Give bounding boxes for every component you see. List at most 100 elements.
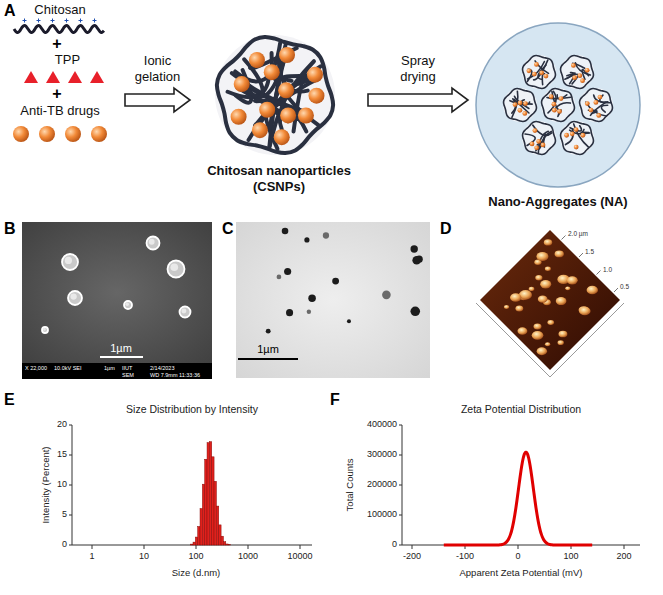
mini-particle <box>503 88 537 122</box>
mini-drug <box>551 102 556 107</box>
mesh-strand <box>558 110 561 117</box>
tem-particle <box>410 245 417 252</box>
tick-mark <box>399 425 402 426</box>
axis-tick: 0 <box>515 552 520 562</box>
mini-ground <box>560 55 594 89</box>
aggregate-shell <box>476 23 640 187</box>
axis-tick: 0 <box>392 540 397 550</box>
mini-particle <box>560 55 594 89</box>
drug-sphere <box>308 88 324 104</box>
mini-drug <box>557 109 562 114</box>
histogram-bar <box>195 537 197 545</box>
mesh-strand <box>533 125 552 135</box>
sem-highlight <box>70 293 76 299</box>
panel-letter: E <box>4 391 15 409</box>
panel-letter: A <box>4 2 16 20</box>
drug-sphere <box>264 64 280 80</box>
mini-particle <box>560 121 594 155</box>
drug-sphere <box>39 126 55 142</box>
afm-bump <box>545 342 550 346</box>
mesh-ring <box>542 89 575 122</box>
node-label: Nano-Aggregates (NA) <box>488 194 627 210</box>
mesh-ring <box>523 122 556 155</box>
charge-mark <box>23 19 27 23</box>
histogram-bar <box>205 459 207 545</box>
mini-drug <box>596 113 601 118</box>
drug-sphere <box>298 108 314 124</box>
mesh-ring <box>561 122 594 155</box>
tick-mark <box>518 545 519 549</box>
tem-particle <box>347 319 351 323</box>
node-label: Anti-TB drugs <box>20 103 99 119</box>
sem-highlight <box>170 263 178 271</box>
afm-axis-tick: 2.0 µm <box>568 230 588 237</box>
sem-footer <box>22 363 212 379</box>
tem-particle <box>307 310 311 314</box>
afm-bump <box>537 347 547 355</box>
mini-drug <box>588 108 593 113</box>
mini-drug <box>532 72 537 77</box>
drug-node: Anti-TB drugs <box>2 103 118 145</box>
axis-title: Apparent Zeta Potential (mV) <box>459 568 582 578</box>
sem-particle <box>42 327 48 333</box>
mini-particle <box>541 88 575 122</box>
charge-mark <box>65 19 69 23</box>
sem-highlight <box>125 302 129 306</box>
afm-bump <box>510 293 521 302</box>
mini-drug <box>564 133 569 138</box>
tem-particle <box>410 307 420 317</box>
mini-ground <box>579 88 613 122</box>
tem-particle <box>304 237 309 242</box>
tick-mark <box>399 545 402 546</box>
tem-particle <box>266 329 271 334</box>
mesh-strand <box>534 60 548 80</box>
histogram-bar <box>214 481 216 545</box>
tpp-triangle <box>90 71 104 83</box>
axis-title: Total Counts <box>345 459 355 512</box>
afm-bump <box>556 297 567 305</box>
axis-tick: -100 <box>456 552 474 562</box>
afm-bump <box>565 286 570 290</box>
tick-mark <box>412 545 413 549</box>
aggregate-node: Nano-Aggregates (NA) <box>468 20 648 210</box>
tick-mark <box>69 455 72 456</box>
axis-tick: 100000 <box>367 510 397 520</box>
mini-drug <box>523 101 528 106</box>
mini-drug <box>530 142 535 147</box>
axis-line <box>402 425 640 545</box>
node-label: TPP <box>55 52 80 68</box>
drug-sphere <box>279 47 295 63</box>
mesh-ring <box>580 89 613 122</box>
mini-ground <box>522 121 556 155</box>
panel-letter: F <box>330 391 340 409</box>
axis-tick: 1000 <box>238 552 258 562</box>
mini-drug <box>580 78 585 83</box>
zeta-curve <box>444 452 592 545</box>
mini-drug <box>544 74 549 79</box>
axis-tick: 5 <box>62 510 67 520</box>
sem-highlight <box>43 328 46 331</box>
mini-drug <box>527 68 532 73</box>
afm-bump <box>567 276 578 284</box>
tpp-triangle <box>68 71 82 83</box>
tem-particle <box>323 232 329 238</box>
tick-mark <box>399 455 402 456</box>
panel-letter: D <box>440 220 452 238</box>
afm-bump <box>545 267 551 271</box>
panel-letter: C <box>222 220 234 238</box>
afm-bump <box>536 252 548 261</box>
histogram-bar <box>209 442 211 545</box>
nanoparticle-mesh <box>215 35 335 155</box>
drug-sphere <box>91 126 107 142</box>
afm-axis-tick: 0.5 <box>620 283 629 290</box>
mini-particle <box>522 55 556 89</box>
afm-image <box>476 230 624 377</box>
tem-particle <box>412 256 421 265</box>
tick-mark <box>69 515 72 516</box>
afm-bump <box>558 331 567 338</box>
axis-tick: 1 <box>89 552 94 562</box>
